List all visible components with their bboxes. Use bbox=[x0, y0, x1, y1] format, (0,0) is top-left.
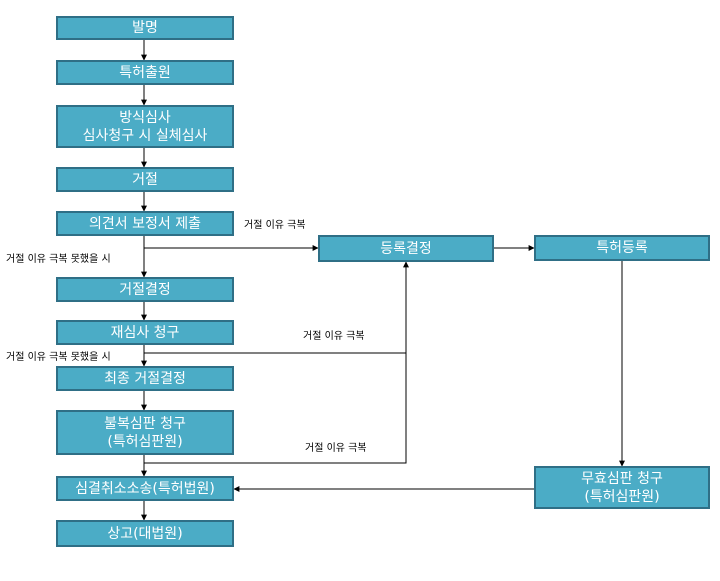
node-final-rejection-line: 최종 거절결정 bbox=[104, 370, 186, 387]
node-invalidation-trial-line-2: (특허심판원) bbox=[584, 488, 660, 505]
node-rejection: 거절 bbox=[56, 167, 234, 192]
node-invention: 발명 bbox=[56, 16, 234, 40]
node-rejection-decision: 거절결정 bbox=[56, 277, 234, 302]
node-reexamination: 재심사 청구 bbox=[56, 320, 234, 345]
edge-label-overcome-1: 거절 이유 극복 bbox=[244, 220, 306, 231]
edge-label-not-overcome-2: 거절 이유 극복 못했을 시 bbox=[6, 352, 111, 363]
node-reexamination-line: 재심사 청구 bbox=[110, 324, 180, 341]
node-opinion-submission-line: 의견서 보정서 제출 bbox=[89, 215, 201, 232]
node-invalidation-trial-line-1: 무효심판 청구 bbox=[581, 470, 663, 487]
edge-label-overcome-3: 거절 이유 극복 bbox=[305, 443, 367, 454]
node-patent-application-line: 특허출원 bbox=[119, 64, 171, 81]
arrow-appeal-to-registration bbox=[144, 353, 407, 464]
edge-label-overcome-2: 거절 이유 극복 bbox=[303, 331, 365, 342]
node-court-action: 심결취소소송(특허법원) bbox=[56, 476, 234, 501]
node-supreme-court: 상고(대법원) bbox=[56, 520, 234, 547]
node-appeal-trial-line-2: (특허심판원) bbox=[107, 433, 183, 450]
node-invention-line: 발명 bbox=[132, 20, 158, 36]
node-patent-application: 특허출원 bbox=[56, 60, 234, 85]
node-patent-registration: 특허등록 bbox=[534, 235, 710, 261]
node-patent-registration-line: 특허등록 bbox=[596, 240, 648, 256]
node-formality-exam-line-2: 심사청구 시 실체심사 bbox=[82, 127, 208, 144]
node-appeal-trial: 불복심판 청구 (특허심판원) bbox=[56, 410, 234, 455]
node-formality-exam: 방식심사 심사청구 시 실체심사 bbox=[56, 105, 234, 148]
node-rejection-line: 거절 bbox=[132, 171, 158, 188]
node-registration-decision: 등록결정 bbox=[318, 235, 494, 262]
node-final-rejection: 최종 거절결정 bbox=[56, 366, 234, 391]
node-opinion-submission: 의견서 보정서 제출 bbox=[56, 211, 234, 236]
node-formality-exam-line-1: 방식심사 bbox=[119, 109, 171, 126]
node-registration-decision-line: 등록결정 bbox=[380, 240, 432, 257]
node-court-action-line: 심결취소소송(특허법원) bbox=[75, 480, 215, 497]
node-appeal-trial-line-1: 불복심판 청구 bbox=[104, 415, 186, 432]
node-rejection-decision-line: 거절결정 bbox=[119, 281, 171, 298]
node-supreme-court-line: 상고(대법원) bbox=[107, 525, 183, 542]
node-invalidation-trial: 무효심판 청구 (특허심판원) bbox=[534, 466, 710, 509]
edge-label-not-overcome-1: 거절 이유 극복 못했을 시 bbox=[6, 254, 111, 265]
